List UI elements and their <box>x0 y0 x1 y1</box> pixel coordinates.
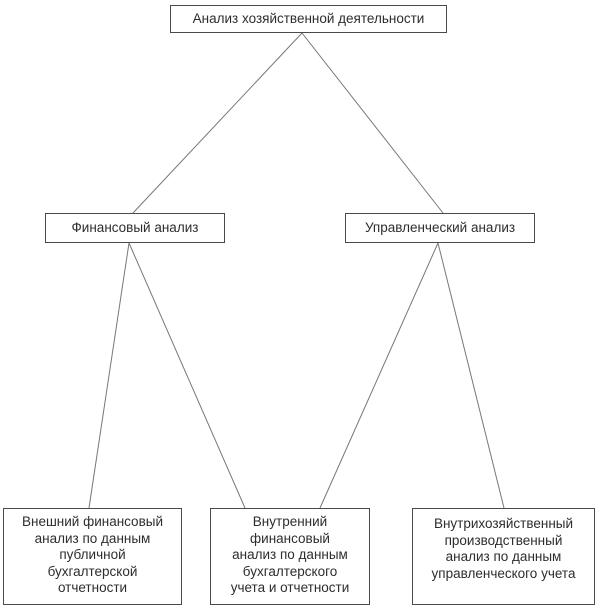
node-external-financial-analysis: Внешний финансовый анализ по данным публ… <box>3 508 182 605</box>
node-managerial-analysis: Управленческий анализ <box>345 213 535 243</box>
node-intraeconomic-production-analysis: Внутрихозяйственный производственный ана… <box>412 508 595 605</box>
node-internal-financial-analysis: Внутренний финансовый анализ по данным б… <box>210 508 370 605</box>
node-financial-analysis: Финансовый анализ <box>45 213 225 243</box>
connector-managerial-intra <box>437 242 505 509</box>
connector-root-financial <box>132 32 303 214</box>
connector-root-managerial <box>301 32 444 214</box>
connector-managerial-internal <box>319 242 439 509</box>
node-root-analysis-of-economic-activity: Анализ хозяйственной деятельности <box>170 5 447 33</box>
connector-financial-internal <box>128 242 246 509</box>
connector-financial-external <box>88 242 130 509</box>
